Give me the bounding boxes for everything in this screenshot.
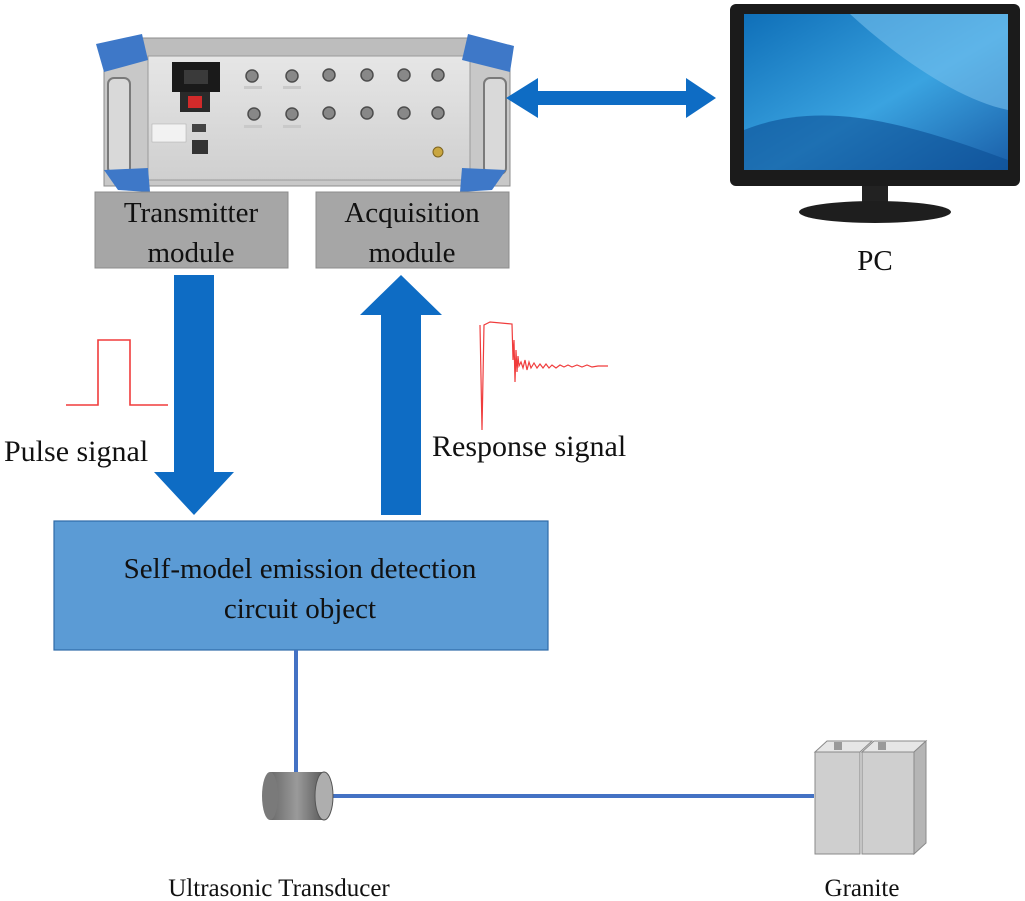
- circuit-label-line2: circuit object: [224, 593, 376, 625]
- left-handle: [107, 77, 131, 175]
- acquisition-label-line2: module: [369, 237, 456, 269]
- bnc-connector: [285, 107, 299, 121]
- bnc-connector: [397, 106, 411, 120]
- pc-monitor-icon: PC: [730, 4, 1020, 277]
- bnc-connector: [397, 68, 411, 82]
- bnc-connector: [322, 68, 336, 82]
- receive-arrow-up: [360, 275, 442, 515]
- transmitter-label-line2: module: [148, 237, 235, 269]
- bidirectional-arrow: [506, 78, 716, 118]
- circuit-label-line1: Self-model emission detection: [124, 553, 477, 585]
- corner-guard-bottom-right: [460, 168, 506, 192]
- bnc-connector: [285, 69, 299, 83]
- right-handle: [483, 77, 507, 175]
- granite-specimen-icon: [813, 739, 928, 856]
- ultrasonic-transducer-icon: [262, 771, 334, 821]
- sma-connector: [432, 146, 444, 158]
- acquisition-module-box: Acquisition module: [315, 191, 510, 269]
- bnc-connector: [322, 106, 336, 120]
- transmitter-label-line1: Transmitter: [124, 197, 259, 229]
- bnc-connector: [431, 68, 445, 82]
- pc-label: PC: [857, 245, 892, 277]
- bnc-connector: [431, 106, 445, 120]
- response-signal-label: Response signal: [432, 430, 626, 463]
- corner-guard-top-right: [462, 34, 514, 72]
- bnc-connector: [360, 68, 374, 82]
- acquisition-label-line1: Acquisition: [344, 197, 480, 229]
- ethernet-port: [192, 140, 208, 154]
- transmit-arrow-down: [154, 275, 234, 515]
- circuit-object-box: Self-model emission detection circuit ob…: [53, 520, 549, 651]
- bnc-connector: [360, 106, 374, 120]
- pulse-signal-label: Pulse signal: [4, 435, 148, 468]
- brand-plate: [151, 123, 187, 143]
- granite-label: Granite: [825, 875, 900, 901]
- transmitter-module-box: Transmitter module: [94, 191, 289, 269]
- corner-guard-top-left: [96, 34, 148, 72]
- bnc-connector: [245, 69, 259, 83]
- bnc-connector: [247, 107, 261, 121]
- pulse-waveform: [66, 339, 168, 406]
- corner-guard-bottom-left: [104, 168, 150, 192]
- instrument-chassis: [96, 34, 514, 192]
- transducer-label: Ultrasonic Transducer: [168, 875, 390, 901]
- usb-port: [192, 124, 206, 132]
- response-waveform: [479, 321, 608, 431]
